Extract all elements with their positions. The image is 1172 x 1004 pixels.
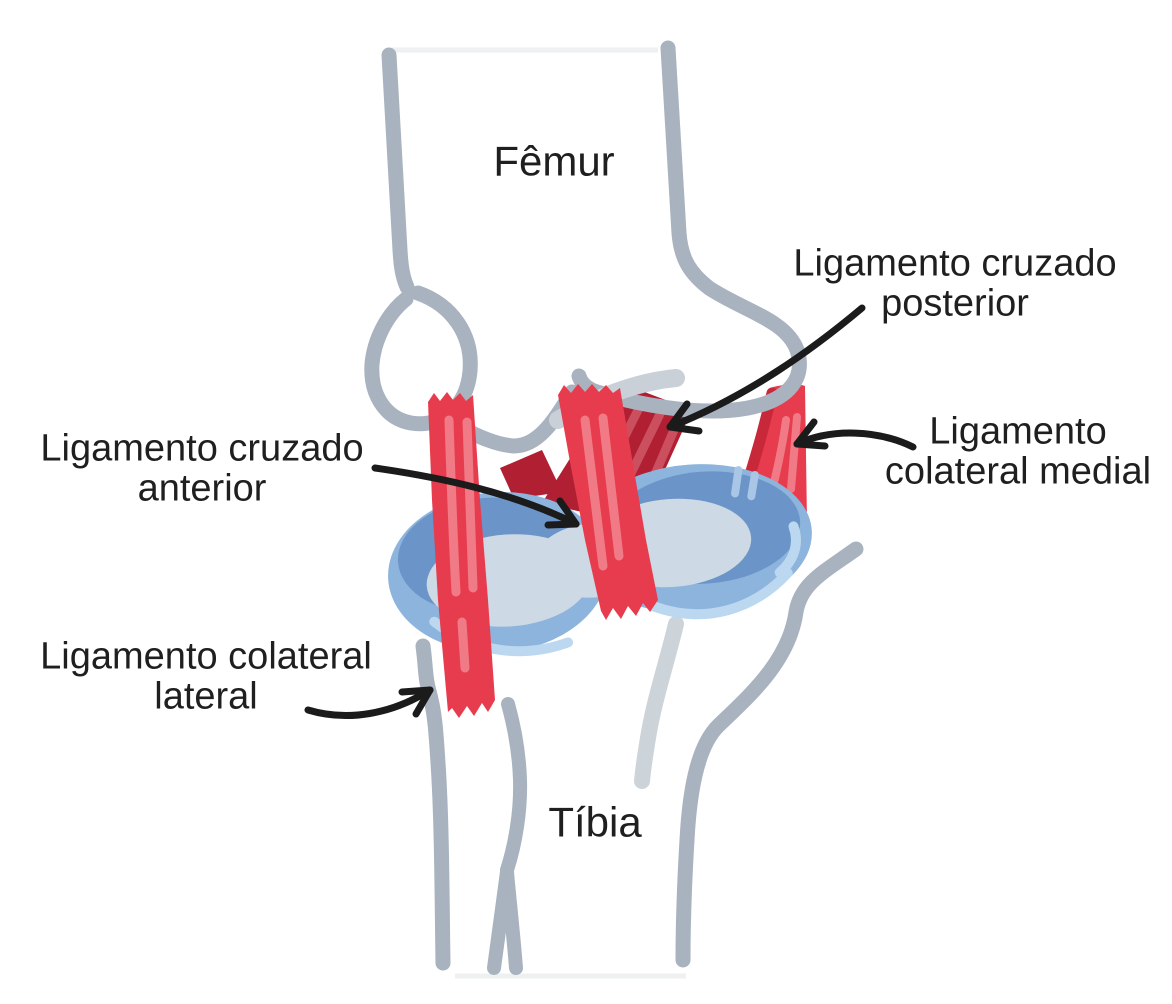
label-ligament-colateral-lateral: Ligamento colateral lateral [40, 635, 372, 718]
label-ligament-cruzado-anterior: Ligamento cruzado anterior [40, 427, 364, 510]
label-mcl-line2: colateral medial [884, 451, 1152, 493]
label-tibia-text: Tíbia [548, 798, 642, 846]
label-mcl-line1: Ligamento [929, 410, 1107, 453]
label-ligament-cruzado-posterior: Ligamento cruzado posterior [793, 242, 1117, 325]
illustration-crop-edges [392, 47, 686, 979]
tibia-left-edge [415, 638, 451, 971]
tibia-inner-highlight [634, 616, 684, 789]
label-pcl-line1: Ligamento cruzado [793, 242, 1117, 285]
label-acl-line2: anterior [137, 468, 267, 510]
ligament-colateral-lateral [428, 392, 495, 718]
label-femur: Fêmur [493, 137, 615, 185]
ligament-cruzado-anterior [558, 384, 658, 620]
femur-left-edge [381, 47, 415, 295]
arrow-lcl [304, 686, 434, 719]
tibia-right-edge [675, 541, 864, 968]
tibia-outline [415, 541, 864, 971]
label-femur-text: Fêmur [493, 137, 615, 185]
arrow-acl [371, 464, 580, 529]
label-acl-line1: Ligamento cruzado [40, 427, 364, 470]
label-pcl-line2: posterior [881, 283, 1029, 325]
femur-right-edge [571, 40, 807, 419]
arrow-pcl [666, 304, 866, 435]
label-tibia: Tíbia [548, 798, 642, 846]
fibula-outline [487, 697, 528, 975]
femur-outline [364, 40, 807, 454]
label-lcl-line2: lateral [154, 676, 258, 718]
label-lcl-line1: Ligamento colateral [40, 635, 372, 678]
label-ligament-colateral-medial: Ligamento colateral medial [884, 410, 1152, 493]
pointer-arrows [304, 304, 917, 719]
arrow-mcl [793, 418, 917, 451]
femur-medial-condyle [364, 285, 478, 432]
